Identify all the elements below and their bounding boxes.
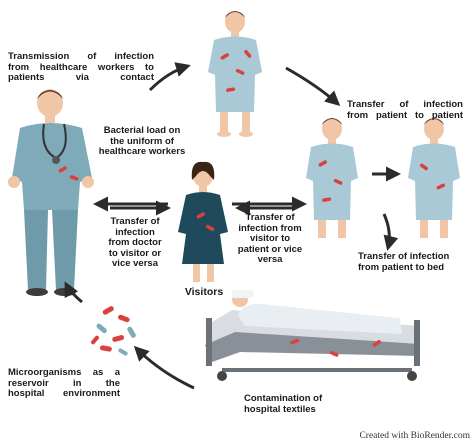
label-patient-to-patient: Transfer of infection from patient to pa…	[347, 100, 463, 121]
right-patient-2-figure	[408, 118, 460, 238]
label-bacterial-load: Bacterial load on the uniform of healthc…	[92, 126, 192, 158]
label-visitor-patient: Transfer of infection from visitor to pa…	[232, 213, 308, 266]
label-microorganisms: Microorganisms as a reservoir in the hos…	[8, 368, 120, 400]
top-patient-figure	[208, 11, 262, 137]
hospital-bed-figure	[205, 290, 420, 381]
healthcare-worker-figure	[8, 89, 94, 296]
label-textiles: Contamination of hospital textiles	[244, 394, 354, 415]
label-hcw-to-patient: Transmission of infection from healthcar…	[8, 52, 154, 84]
visitor-figure	[178, 162, 228, 282]
biorender-credit: Created with BioRender.com	[359, 431, 470, 441]
microorganism-cluster	[90, 305, 136, 356]
label-doctor-visitor: Transfer of infection from doctor to vis…	[100, 217, 170, 270]
right-patient-1-figure	[306, 118, 358, 238]
label-visitors: Visitors	[176, 287, 232, 298]
label-patient-to-bed: Transfer of infection from patient to be…	[358, 252, 470, 273]
